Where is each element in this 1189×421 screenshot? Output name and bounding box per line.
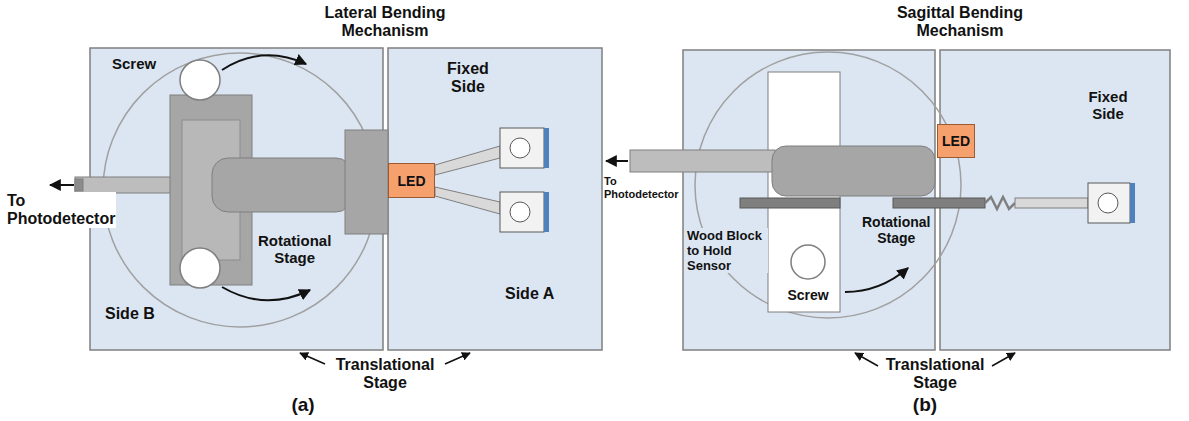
led-label: LED [398, 173, 426, 189]
screw [180, 60, 220, 100]
fixed-clamp [1088, 183, 1130, 223]
part-label: Screw [112, 55, 156, 72]
side-plate: LED Fixed Side [940, 50, 1170, 350]
fixed-side-label: Fixed Side [1088, 88, 1127, 122]
stage-label: Rotational Stage [862, 214, 930, 246]
panel-letter: (a) [291, 394, 314, 416]
clamp-edge [544, 192, 549, 232]
side-a-plate [388, 48, 602, 350]
sensor-tube [75, 177, 177, 193]
pointer-arrow [300, 353, 325, 364]
output-arrow [606, 160, 628, 162]
rotational-stage: Rotational Stage [695, 52, 961, 318]
clamp-block [345, 130, 388, 234]
side-b-plate [90, 48, 383, 350]
plate-label: Side A [505, 285, 554, 303]
sensor-body [772, 146, 935, 196]
pointer-arrow [855, 353, 878, 366]
clamp-arm [435, 187, 500, 214]
stage-label: Rotational Stage [258, 232, 331, 266]
crimp [985, 197, 1015, 209]
led-label: LED [942, 133, 970, 149]
holder-slat [893, 198, 985, 208]
clamp-edge [544, 128, 549, 168]
clamp-bolt [510, 202, 530, 222]
fixed-clamp [500, 128, 544, 168]
rotation-arrow [222, 287, 310, 300]
screw [791, 245, 825, 279]
led-box: LED [388, 163, 435, 198]
rotational-stage-outline [695, 52, 961, 318]
part-label: Translational Stage [336, 356, 435, 392]
clamp-bolt [1098, 193, 1118, 213]
pointer-arrow [992, 353, 1015, 366]
part-label: Wood Block to Hold Sensor [686, 228, 768, 273]
output-label: To Photodetector [603, 175, 680, 201]
clamp-arm [435, 146, 500, 175]
sensor-tube [630, 150, 775, 172]
fixed-side-label: Fixed Side [447, 60, 489, 96]
output-arrow [50, 184, 74, 186]
panel-letter: (b) [913, 394, 937, 416]
part-label: Screw [787, 287, 828, 303]
side-plate: Rotational StageSide B [90, 48, 383, 350]
side-plate: LED Fixed SideSide A [388, 48, 602, 350]
clamp-edge [1130, 183, 1135, 223]
panel-title: Lateral Bending Mechanism [310, 4, 460, 40]
sensor-tip [75, 179, 83, 191]
plate-label: Side B [105, 305, 155, 323]
holder-slat [740, 198, 840, 208]
fixed-clamp [500, 192, 544, 232]
pointer-arrow [445, 353, 470, 364]
clamp-bolt [510, 138, 530, 158]
part-label: Translational Stage [886, 356, 985, 392]
rotation-arrow [845, 268, 908, 292]
output-label: To Photodetector [6, 192, 116, 228]
rotation-arrow [222, 55, 306, 70]
sensor-body [212, 158, 352, 212]
led-box: LED [937, 124, 975, 158]
screw [180, 248, 220, 288]
clamp-arm [1015, 198, 1088, 208]
rotational-stage: Rotational Stage [103, 53, 377, 327]
panel-title: Sagittal Bending Mechanism [885, 4, 1035, 40]
